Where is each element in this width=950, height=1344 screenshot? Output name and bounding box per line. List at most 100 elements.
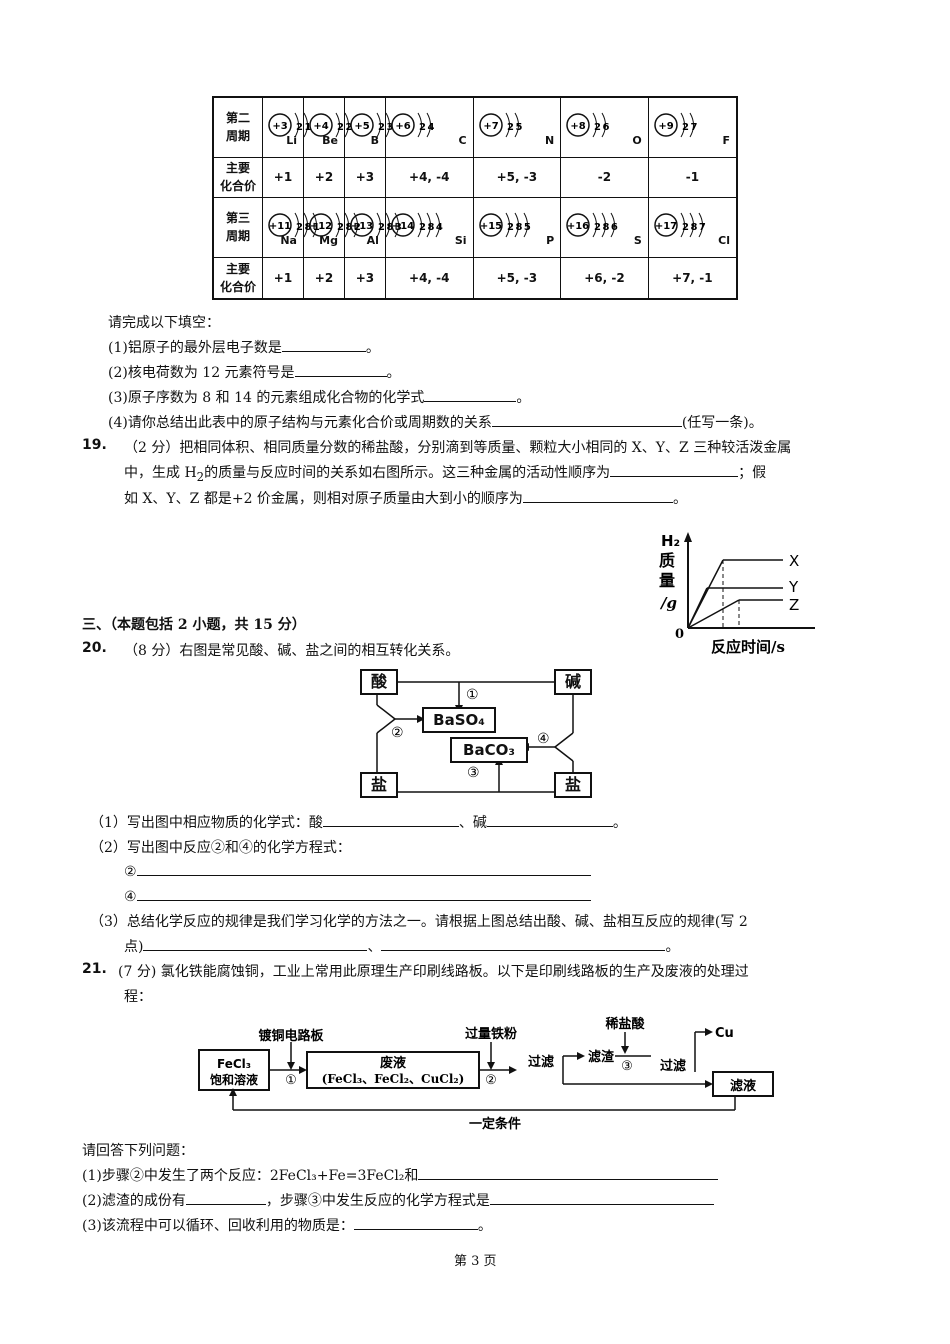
element-symbol: S (633, 234, 642, 247)
answer-blank[interactable] (491, 412, 682, 427)
graph-y-label-top: H₂ (661, 532, 680, 550)
pcb-process-flowchart: FeCl₃ 饱和溶液 镀铜电路板 ① 废液 (FeCl₃、FeCl₂、CuCl₂… (198, 1016, 774, 1132)
answer-blank[interactable] (136, 886, 591, 901)
element-symbol: Mg (319, 234, 338, 247)
nucleus-charge: +8 (571, 121, 586, 132)
valence-cell: +6, -2 (560, 256, 649, 300)
electron-shells: 2 8 1 (296, 222, 320, 233)
electron-shells: 2 8 3 (378, 222, 402, 233)
answer-blank[interactable] (424, 387, 517, 402)
table-row: 主要化合价+1+2+3+4, -4+5, -3-2-1 (212, 156, 738, 198)
answer-blank[interactable] (185, 1190, 266, 1205)
graph-x-label: 反应时间/s (711, 638, 785, 656)
answer-blank[interactable] (143, 936, 368, 951)
answer-blank[interactable] (489, 1190, 714, 1205)
q18-intro: 请完成以下填空： (108, 315, 220, 331)
graph-series-z-rise (687, 599, 740, 629)
flow-step-3: ③ (621, 1059, 633, 1074)
nucleus-charge: +6 (395, 121, 410, 132)
element-symbol: P (546, 234, 555, 247)
row-header: 第三周期 (212, 196, 263, 258)
atom-structure-cell: +8 2 6 O (560, 96, 649, 158)
answer-blank[interactable] (610, 462, 739, 477)
q21-answer3: (3)该流程中可以循环、回收利用的物质是：。 (82, 1215, 492, 1235)
row-header: 主要化合价 (212, 256, 263, 300)
element-symbol: Si (454, 234, 467, 247)
answer-blank[interactable] (322, 812, 459, 827)
answer-blank[interactable] (294, 362, 387, 377)
q20-number: 20. (82, 640, 107, 656)
nucleus-charge: +9 (658, 121, 673, 132)
atom-diagram: +8 2 6 O (561, 105, 648, 149)
flow-excess-iron: 过量铁粉 (465, 1026, 517, 1042)
node-salt-right: 盐 (554, 772, 592, 798)
valence-cell: +5, -3 (472, 156, 562, 198)
flow-copper-board: 镀铜电路板 (258, 1028, 324, 1044)
answer-blank[interactable] (486, 812, 613, 827)
nucleus-charge: +4 (313, 121, 328, 132)
flow-filtrate: 滤液 (730, 1078, 756, 1094)
q20-part2-eq4: ④ (124, 886, 591, 905)
answer-blank[interactable] (522, 488, 673, 503)
row-header-line: 化合价 (219, 279, 256, 294)
q20-part2: （2）写出图中反应②和④的化学方程式： (90, 840, 351, 856)
element-symbol: Li (286, 134, 297, 148)
node-baso4: BaSO₄ (422, 707, 496, 733)
element-symbol: O (632, 134, 642, 148)
answer-blank[interactable] (353, 1215, 478, 1230)
q21-line2: 程： (124, 989, 152, 1005)
diagram-marker-1: ① (466, 687, 479, 703)
q18-part1: (1)铝原子的最外层电子数是。 (108, 337, 380, 357)
electron-shells: 2 8 7 (682, 222, 706, 233)
flow-step-2: ② (485, 1073, 497, 1088)
row-header: 主要化合价 (212, 156, 263, 198)
q19-line1: （2 分）把相同体积、相同质量分数的稀盐酸，分别滴到等质量、颗粒大小相同的 X、… (124, 440, 792, 456)
node-salt-left: 盐 (360, 772, 398, 798)
answer-blank[interactable] (418, 1165, 719, 1180)
q21-answer2: (2)滤渣的成份有，步骤③中发生反应的化学方程式是 (82, 1190, 714, 1210)
flow-copper: Cu (715, 1026, 734, 1041)
row-header-line: 周期 (225, 229, 250, 243)
row-header-line: 主要 (225, 161, 250, 175)
element-symbol: N (544, 134, 555, 148)
row-header-line: 主要 (225, 261, 250, 276)
q18-part2: (2)核电荷数为 12 元素符号是。 (108, 362, 401, 382)
flow-waste-composition: (FeCl₃、FeCl₂、CuCl₂) (322, 1072, 465, 1086)
answer-blank[interactable] (136, 861, 591, 876)
nucleus-charge: +17 (655, 221, 677, 232)
answer-blank[interactable] (281, 337, 366, 352)
element-symbol: F (722, 134, 730, 148)
flow-saturated-solution: 饱和溶液 (210, 1072, 258, 1087)
q21-line1: (7 分) 氯化铁能腐蚀铜，工业上常用此原理生产印刷线路板。以下是印刷线路板的生… (118, 964, 749, 980)
page-number: 第 3 页 (454, 1254, 497, 1269)
valence-cell: +4, -4 (384, 156, 474, 198)
electron-shells: 2 6 (594, 122, 609, 133)
q20-stem: （8 分）右图是常见酸、碱、盐之间的相互转化关系。 (124, 643, 460, 659)
q21-answer1: (1)步骤②中发生了两个反应：2FeCl₃+Fe=3FeCl₂和 (82, 1165, 719, 1185)
node-acid: 酸 (360, 669, 398, 695)
valence-cell: +2 (302, 156, 345, 198)
q19-number: 19. (82, 437, 107, 453)
nucleus-charge: +15 (479, 221, 501, 232)
answer-blank[interactable] (381, 936, 666, 951)
graph-label-y: Y (788, 578, 799, 596)
electron-shells: 2 8 4 (419, 222, 443, 233)
q20-part2-eq2: ② (124, 861, 591, 880)
valence-cell: +4, -4 (384, 256, 474, 300)
q18-part3: (3)原子序数为 8 和 14 的元素组成化合物的化学式。 (108, 387, 530, 407)
graph-y-arrow (684, 532, 692, 542)
